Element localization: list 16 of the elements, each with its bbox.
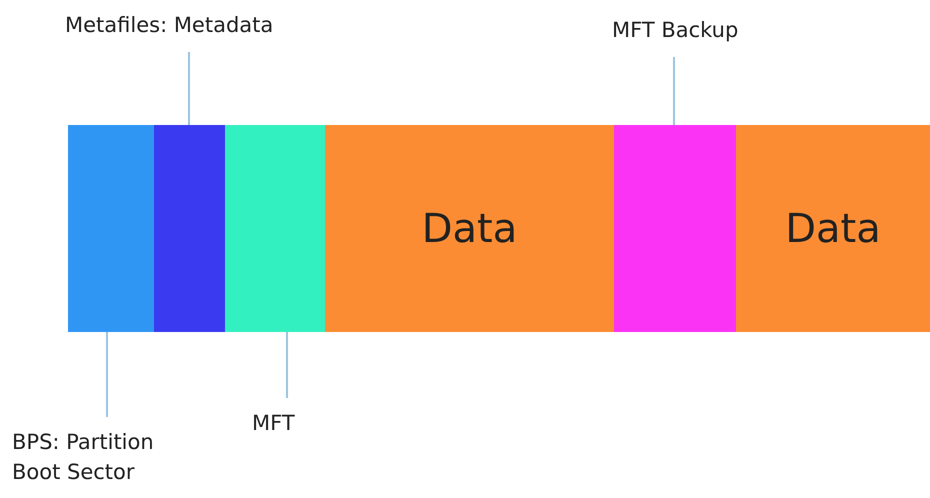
partition-segment bbox=[154, 125, 225, 332]
partition-segment bbox=[225, 125, 325, 332]
callout-label: BPS: Partition Boot Sector bbox=[12, 427, 177, 487]
segment-label: Data bbox=[785, 206, 881, 252]
callout-label: Metafiles: Metadata bbox=[65, 10, 345, 40]
leader-line bbox=[106, 332, 108, 417]
partition-segment bbox=[736, 125, 930, 332]
segment-label: Data bbox=[422, 206, 518, 252]
partition-segment bbox=[68, 125, 154, 332]
callout-label: MFT Backup bbox=[612, 15, 812, 45]
callout-label: MFT bbox=[252, 408, 332, 438]
leader-line bbox=[188, 52, 190, 125]
partition-segment bbox=[325, 125, 614, 332]
leader-line bbox=[286, 332, 288, 398]
partition-segment bbox=[614, 125, 736, 332]
leader-line bbox=[673, 57, 675, 125]
